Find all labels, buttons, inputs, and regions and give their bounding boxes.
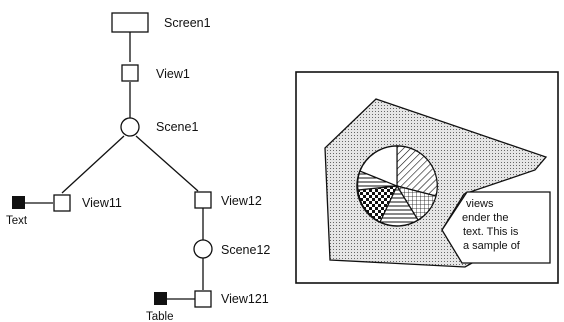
- callout-line-4: a sample of: [463, 240, 521, 252]
- label-view121: View121: [221, 292, 269, 306]
- label-screen1: Screen1: [164, 16, 211, 30]
- node-view1: [122, 65, 138, 81]
- label-scene12: Scene12: [221, 243, 270, 257]
- label-view11: View11: [82, 196, 122, 210]
- node-view12: [195, 192, 211, 208]
- callout-line-1: views: [466, 198, 494, 210]
- illustration: views ender the text. This is a sample o…: [296, 72, 558, 283]
- node-screen1: [112, 13, 148, 32]
- callout-line-3: text. This is: [463, 226, 519, 238]
- edge-scene1-view11: [62, 136, 124, 193]
- tree-labels: Screen1 View1 Scene1 View11 View12 Scene…: [6, 16, 270, 322]
- node-table: [154, 292, 167, 305]
- callout-line-2: ender the: [462, 212, 508, 224]
- label-text: Text: [6, 215, 28, 227]
- label-scene1: Scene1: [156, 120, 198, 134]
- edge-scene1-view12: [136, 136, 198, 191]
- label-view1: View1: [156, 67, 190, 81]
- node-view121: [195, 291, 211, 307]
- node-view11: [54, 195, 70, 211]
- node-scene1: [121, 118, 139, 136]
- label-view12: View12: [221, 194, 262, 208]
- node-scene12: [194, 240, 212, 258]
- node-text: [12, 196, 25, 209]
- tree-nodes: [12, 13, 212, 307]
- label-table: Table: [146, 311, 174, 322]
- pie-chart: [357, 146, 437, 226]
